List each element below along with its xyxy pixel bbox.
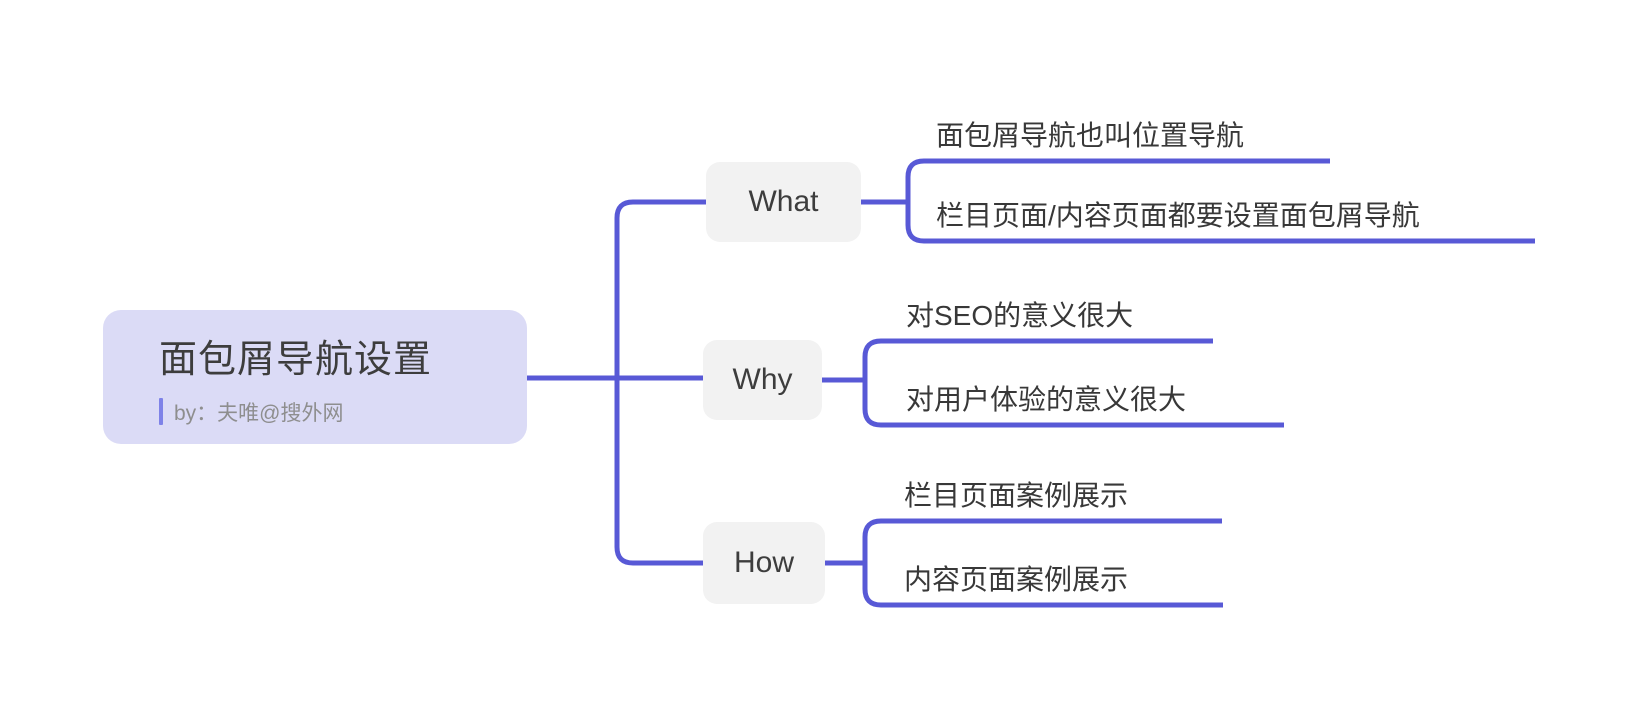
- leaf-how-child-1[interactable]: 栏目页面案例展示: [904, 479, 1129, 511]
- byline-accent-bar: [159, 398, 163, 425]
- trunk-branches-line: [614, 199, 707, 566]
- leaf-how-child-2[interactable]: 内容页面案例展示: [904, 563, 1129, 595]
- node-why-label: Why: [732, 363, 793, 396]
- root-title: 面包屑导航设置: [159, 338, 433, 381]
- branch-how-children-line: [862, 518, 1223, 608]
- node-what-label: What: [748, 185, 819, 218]
- leaf-why-child-2[interactable]: 对用户体验的意义很大: [906, 383, 1187, 415]
- node-how-label: How: [733, 546, 794, 579]
- node-what[interactable]: What: [706, 162, 861, 242]
- leaf-what-child-2[interactable]: 栏目页面/内容页面都要设置面包屑导航: [936, 199, 1420, 231]
- branch-why-children-line: [862, 338, 1284, 428]
- root-byline: by：夫唯@搜外网: [159, 397, 527, 427]
- node-how[interactable]: How: [703, 522, 825, 604]
- root-node[interactable]: 面包屑导航设置 by：夫唯@搜外网: [103, 310, 527, 444]
- leaf-why-child-1[interactable]: 对SEO的意义很大: [906, 299, 1134, 331]
- branch-what-children-line: [905, 158, 1535, 244]
- root-byline-text: by：夫唯@搜外网: [174, 401, 344, 425]
- leaf-what-child-1[interactable]: 面包屑导航也叫位置导航: [936, 119, 1245, 151]
- node-why[interactable]: Why: [703, 340, 822, 420]
